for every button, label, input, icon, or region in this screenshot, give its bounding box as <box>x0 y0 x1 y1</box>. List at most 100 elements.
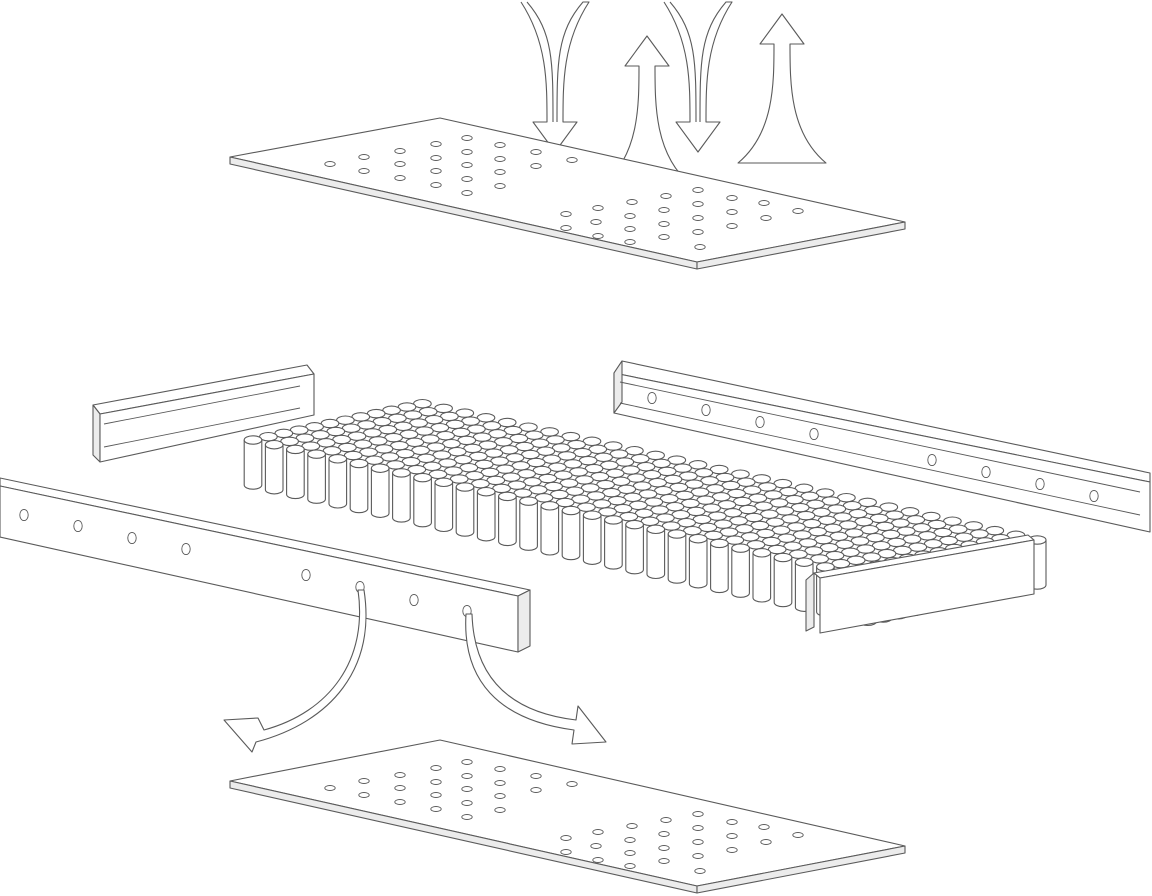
cylinder-body <box>731 547 750 598</box>
cylinder-top <box>604 515 623 525</box>
cylinder-top <box>519 496 538 506</box>
up-arrow-icon <box>737 13 827 164</box>
cylinder-top <box>243 435 263 445</box>
plate-hole <box>394 785 406 791</box>
plate-hole <box>430 779 442 785</box>
plate-hole <box>658 234 670 240</box>
plate-hole <box>624 226 636 232</box>
plate-hole <box>692 187 704 193</box>
plate-hole <box>692 215 704 221</box>
plate-hole <box>494 766 506 772</box>
plate-hole <box>624 213 636 219</box>
airflow-arrows-top <box>520 1 827 186</box>
cylinder-top <box>582 510 602 520</box>
plate-hole <box>624 837 636 843</box>
rail-hole <box>73 519 83 533</box>
plate-hole <box>590 843 602 849</box>
cylinder-cell <box>625 519 644 575</box>
cylinder-cell <box>264 439 284 495</box>
cylinder-cell <box>328 454 348 509</box>
plate-hole <box>430 168 442 174</box>
plate-hole <box>461 800 473 806</box>
plate-hole <box>692 825 704 831</box>
plate-hole <box>792 208 804 214</box>
cylinder-top <box>498 491 517 502</box>
plate-hole <box>324 785 336 791</box>
side-rail-front-left <box>0 477 531 653</box>
rail-hole <box>927 453 937 467</box>
rail-hole <box>755 415 765 429</box>
plate-hole <box>494 142 506 148</box>
front-rail-holes <box>19 508 472 618</box>
cylinder-top <box>370 463 390 473</box>
cylinder-cell <box>604 515 623 570</box>
cylinder-cell <box>667 529 687 584</box>
cylinder-top <box>286 444 305 455</box>
cylinder-body <box>392 472 411 523</box>
plate-hole <box>694 868 706 874</box>
cylinder-cell <box>582 510 602 565</box>
cylinder-body <box>476 491 496 542</box>
down-arrow-icon <box>663 1 733 153</box>
plate-hole <box>461 773 473 779</box>
rail-hole <box>1035 477 1045 491</box>
cylinder-body <box>264 444 284 495</box>
cylinder-top <box>476 486 496 497</box>
plate-hole <box>726 833 738 839</box>
plate-hole <box>590 219 602 225</box>
plate-hole <box>394 148 406 154</box>
plate-hole <box>624 850 636 856</box>
cylinder-body <box>519 500 538 551</box>
plate-hole <box>430 806 442 812</box>
plate-hole <box>660 193 672 199</box>
plate-hole <box>461 162 473 168</box>
rail-hole <box>647 391 657 405</box>
plate-hole <box>461 176 473 182</box>
cylinder-body <box>710 542 729 594</box>
cylinder-top <box>710 538 729 549</box>
plate-hole <box>592 829 604 835</box>
rail-hole <box>409 593 419 607</box>
plate-hole <box>430 155 442 161</box>
cylinder-body <box>328 458 348 509</box>
cylinder-top <box>413 472 432 483</box>
cylinder-top <box>561 505 581 516</box>
cylinder-top <box>434 477 454 488</box>
plate-hole <box>792 832 804 838</box>
plate-hole <box>726 209 738 215</box>
plate-hole <box>530 787 542 793</box>
plate-hole <box>394 161 406 167</box>
plate-hole <box>324 161 336 167</box>
plate-hole <box>394 799 406 805</box>
cylinder-body <box>773 556 793 608</box>
plate-hole <box>494 156 506 162</box>
cylinder-cell <box>752 548 772 603</box>
cylinder-body <box>243 439 263 490</box>
plate-hole <box>530 149 542 155</box>
end-block-back-left <box>92 364 315 463</box>
cylinder-top <box>667 529 687 539</box>
cylinder-cell <box>307 449 326 504</box>
cylinder-top <box>540 501 560 511</box>
plate-hole <box>560 835 572 841</box>
plate-hole <box>494 169 506 175</box>
cylinder-body <box>498 495 517 547</box>
cylinder-body <box>561 509 581 561</box>
plate-hole <box>726 847 738 853</box>
plate-hole <box>726 223 738 229</box>
cylinder-top <box>625 519 644 530</box>
plate-hole <box>461 135 473 141</box>
rail-hole <box>301 568 311 582</box>
cylinder-cell <box>413 472 432 528</box>
rail-hole <box>19 508 29 522</box>
cylinder-cell <box>370 463 390 518</box>
cylinder-top <box>752 548 772 558</box>
cylinder-body <box>455 486 475 537</box>
plate-hole <box>358 154 370 160</box>
plate-hole <box>430 141 442 147</box>
plate-hole <box>394 772 406 778</box>
cylinder-body <box>688 538 708 589</box>
cylinder-top <box>264 439 284 450</box>
plate-hole <box>560 849 572 855</box>
